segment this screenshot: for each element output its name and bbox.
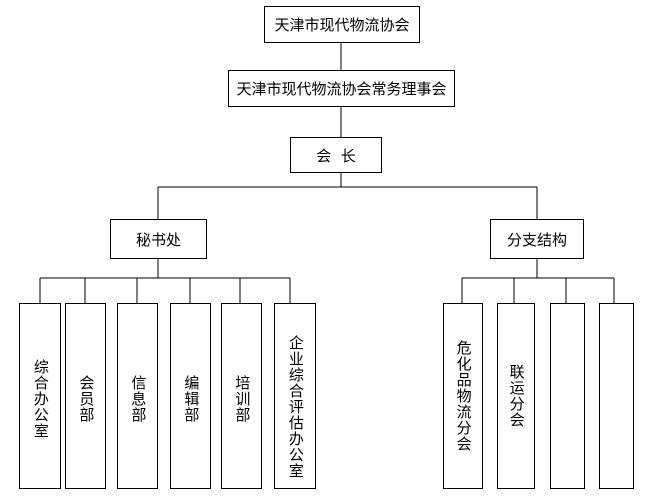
dept-editorial: 编辑部 [170, 303, 211, 489]
branch-intermodal: 联运分会 [497, 303, 535, 489]
president-label: 会 长 [316, 146, 356, 165]
branch-label: 危化品物流分会 [454, 340, 473, 452]
branch-empty-1 [550, 303, 585, 489]
secretariat-label: 秘书处 [135, 230, 181, 249]
dept-label: 培训部 [233, 375, 252, 423]
root-label: 天津市现代物流协会 [274, 16, 410, 34]
branch-hazmat-logistics: 危化品物流分会 [443, 303, 483, 489]
secretariat-node: 秘书处 [110, 219, 207, 259]
root-node: 天津市现代物流协会 [264, 6, 420, 43]
branches-node: 分支结构 [490, 219, 584, 259]
branches-label: 分支结构 [506, 230, 567, 249]
president-node: 会 长 [290, 137, 382, 173]
dept-label: 企业综合评估办公室 [286, 335, 305, 479]
branch-label: 联运分会 [507, 364, 526, 428]
dept-label: 会员部 [77, 375, 96, 423]
dept-training: 培训部 [221, 303, 262, 489]
dept-label: 编辑部 [182, 375, 201, 423]
council-label: 天津市现代物流协会常务理事会 [236, 80, 447, 98]
branch-empty-2 [599, 303, 634, 489]
dept-general-office: 综合办公室 [19, 303, 61, 489]
council-node: 天津市现代物流协会常务理事会 [228, 70, 455, 107]
dept-evaluation-office: 企业综合评估办公室 [274, 303, 316, 489]
dept-label: 综合办公室 [31, 359, 50, 439]
dept-information: 信息部 [117, 303, 158, 489]
dept-membership: 会员部 [65, 303, 106, 489]
dept-label: 信息部 [129, 375, 148, 423]
